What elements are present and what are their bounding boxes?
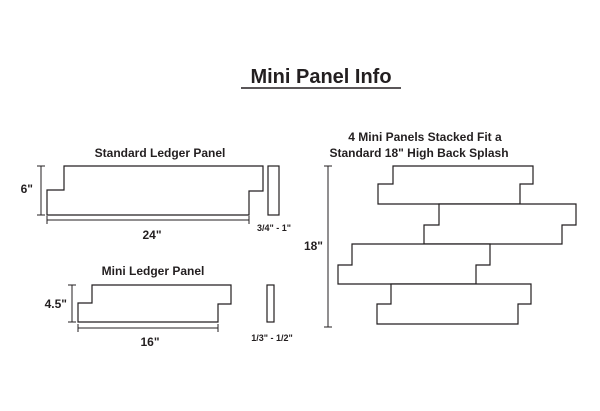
mini-width-dimension (77, 324, 219, 332)
standard-height-dimension (37, 165, 45, 216)
mini-height-dimension (68, 284, 76, 323)
mini-thickness-label: 1/3" - 1/2" (251, 333, 293, 343)
stacked-panel-1 (377, 165, 534, 205)
mini-panel-shape (77, 284, 232, 323)
mini-height-label: 4.5" (45, 297, 67, 311)
standard-width-dimension (46, 216, 250, 224)
standard-width-label: 24" (142, 228, 161, 242)
standard-panel-shape (46, 165, 264, 216)
stack-caption-line1: 4 Mini Panels Stacked Fit a (348, 130, 502, 144)
mini-panel-label: Mini Ledger Panel (102, 264, 205, 278)
standard-panel-label: Standard Ledger Panel (95, 146, 226, 160)
stack-height-dimension (324, 165, 332, 328)
stacked-panel-3 (337, 243, 491, 285)
stack-height-label: 18" (304, 239, 323, 253)
standard-thickness-label: 3/4" - 1" (257, 223, 291, 233)
stack-caption-line2: Standard 18" High Back Splash (329, 146, 508, 160)
stacked-panel-2 (423, 203, 577, 245)
mini-width-label: 16" (140, 335, 159, 349)
page-title: Mini Panel Info (250, 66, 391, 88)
standard-height-label: 6" (21, 182, 33, 196)
mini-thickness-profile (266, 284, 275, 323)
standard-thickness-profile (267, 165, 280, 216)
stacked-panel-4 (376, 283, 532, 325)
